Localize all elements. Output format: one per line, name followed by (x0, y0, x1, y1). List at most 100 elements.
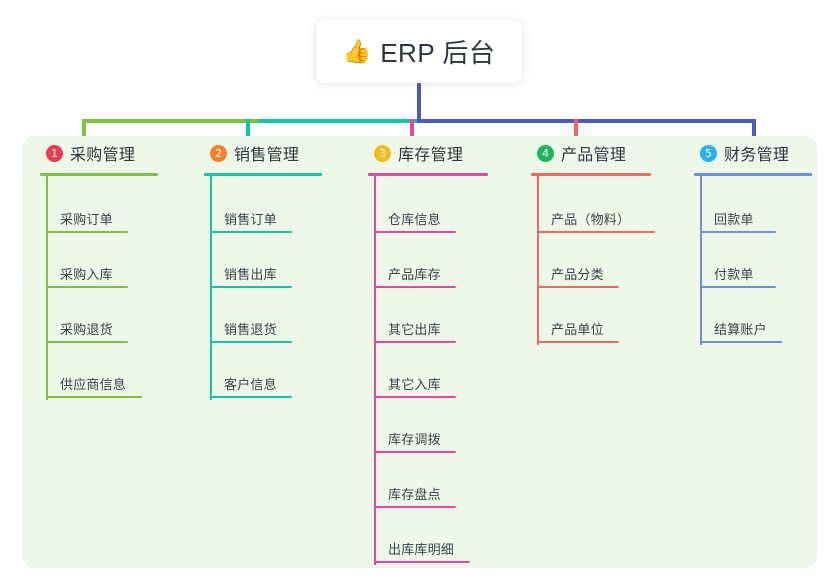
branch-item-underline (46, 341, 128, 343)
branch-item-label: 库存调拨 (388, 432, 441, 447)
branch-item-underline (537, 231, 655, 233)
branch-item[interactable]: 结算账户 (684, 292, 839, 347)
branch-item[interactable]: 供应商信息 (30, 347, 190, 402)
branch-item-underline (537, 286, 619, 288)
branch-number-badge: 3 (374, 144, 391, 162)
branch-item[interactable]: 采购退货 (30, 292, 190, 347)
connector-bar-segment-1 (82, 119, 258, 123)
root-title: ERP 后台 (380, 37, 496, 68)
branch-item-label: 仓库信息 (388, 212, 441, 227)
branch-item[interactable]: 库存盘点 (358, 457, 523, 512)
branch-item-underline (374, 231, 456, 233)
branch-item-label: 采购入库 (60, 267, 113, 282)
branch-item-label: 产品库存 (388, 267, 441, 282)
branch-number-badge: 2 (210, 144, 227, 162)
branch-item-label: 回款单 (714, 212, 754, 227)
branch-items: 销售订单销售出库销售退货客户信息 (194, 176, 354, 402)
branch-item-underline (374, 286, 456, 288)
branch-item[interactable]: 库存调拨 (358, 402, 523, 457)
branch-header-underline (694, 173, 812, 176)
branch-item-underline (537, 341, 619, 343)
branch-item-underline (210, 286, 292, 288)
branch-items: 采购订单采购入库采购退货供应商信息 (30, 176, 190, 402)
branch-item-underline (374, 396, 456, 398)
thumbs-up-icon: 👍 (342, 37, 372, 64)
connector-bar-segment-3 (417, 119, 756, 123)
branch-items: 产品（物料） 产品分类产品单位 (521, 176, 686, 347)
branch-title: 财务管理 (724, 147, 790, 164)
branch-item[interactable]: 采购订单 (30, 182, 190, 237)
branch-item-underline (46, 396, 142, 398)
branch-item[interactable]: 付款单 (684, 237, 839, 292)
branch-spine (210, 176, 212, 400)
branch-item-label: 付款单 (714, 267, 754, 282)
branch-item[interactable]: 销售出库 (194, 237, 354, 292)
branch-item-underline (210, 341, 292, 343)
branch-item-underline (46, 286, 128, 288)
branch-item[interactable]: 其它出库 (358, 292, 523, 347)
branch-item[interactable]: 产品库存 (358, 237, 523, 292)
branch-item-underline (700, 286, 776, 288)
branch-item-underline (210, 396, 292, 398)
branch-spine (46, 176, 48, 400)
branch-item-underline (374, 561, 470, 563)
branch-item-underline (700, 341, 782, 343)
branch-header-1[interactable]: 1 采购管理 (30, 136, 190, 170)
branch-header-3[interactable]: 3 库存管理 (358, 136, 523, 170)
branch-item-underline (210, 231, 292, 233)
branch-items: 仓库信息产品库存其它出库其它入库库存调拨库存盘点出库库明细 (358, 176, 523, 567)
branch-spine (700, 176, 702, 345)
branch-header-5[interactable]: 5 财务管理 (684, 136, 839, 170)
branch-item-underline (374, 341, 456, 343)
branch-header-underline (40, 173, 158, 176)
branch-header-underline (368, 173, 488, 176)
branch-item-label: 其它出库 (388, 322, 441, 337)
branch-column-3: 3 库存管理仓库信息产品库存其它出库其它入库库存调拨库存盘点出库库明细 (358, 136, 523, 567)
branch-title: 库存管理 (398, 147, 464, 164)
branch-item-label: 销售退货 (224, 322, 277, 337)
root-node-card[interactable]: 👍 ERP 后台 (316, 19, 522, 83)
branch-item[interactable]: 采购入库 (30, 237, 190, 292)
branch-header-underline (204, 173, 322, 176)
connector-root-stem (417, 83, 421, 119)
branch-column-1: 1 采购管理采购订单采购入库采购退货供应商信息 (30, 136, 190, 402)
branch-item-label: 销售出库 (224, 267, 277, 282)
branch-item[interactable]: 客户信息 (194, 347, 354, 402)
branch-item[interactable]: 回款单 (684, 182, 839, 237)
branch-item-label: 供应商信息 (60, 377, 127, 392)
branch-item-label: 其它入库 (388, 377, 441, 392)
branch-item-underline (46, 231, 128, 233)
branch-number-badge: 1 (46, 144, 63, 162)
branch-item-label: 产品分类 (551, 267, 604, 282)
branch-item-underline (374, 506, 456, 508)
branch-item[interactable]: 仓库信息 (358, 182, 523, 237)
branch-title: 采购管理 (70, 147, 136, 164)
branch-number-badge: 5 (700, 144, 717, 162)
branch-item[interactable]: 产品单位 (521, 292, 686, 347)
branch-item-underline (700, 231, 776, 233)
branch-item-label: 采购订单 (60, 212, 113, 227)
branch-item-underline (374, 451, 456, 453)
branch-header-underline (531, 173, 651, 176)
branch-item[interactable]: 销售订单 (194, 182, 354, 237)
branch-item-label: 库存盘点 (388, 487, 441, 502)
branch-item[interactable]: 其它入库 (358, 347, 523, 402)
branch-item[interactable]: 销售退货 (194, 292, 354, 347)
branch-item[interactable]: 产品（物料） (521, 182, 686, 237)
connector-bar-segment-2 (258, 119, 417, 123)
branch-item-label: 采购退货 (60, 322, 113, 337)
branch-item[interactable]: 出库库明细 (358, 512, 523, 567)
branch-item-label: 出库库明细 (388, 542, 455, 557)
branch-column-5: 5 财务管理回款单付款单结算账户 (684, 136, 839, 347)
branch-item-label: 客户信息 (224, 377, 277, 392)
branch-item-label: 产品单位 (551, 322, 604, 337)
branch-spine (374, 176, 376, 565)
branch-items: 回款单付款单结算账户 (684, 176, 839, 347)
branch-item-label: 产品（物料） (551, 212, 631, 227)
branch-item[interactable]: 产品分类 (521, 237, 686, 292)
